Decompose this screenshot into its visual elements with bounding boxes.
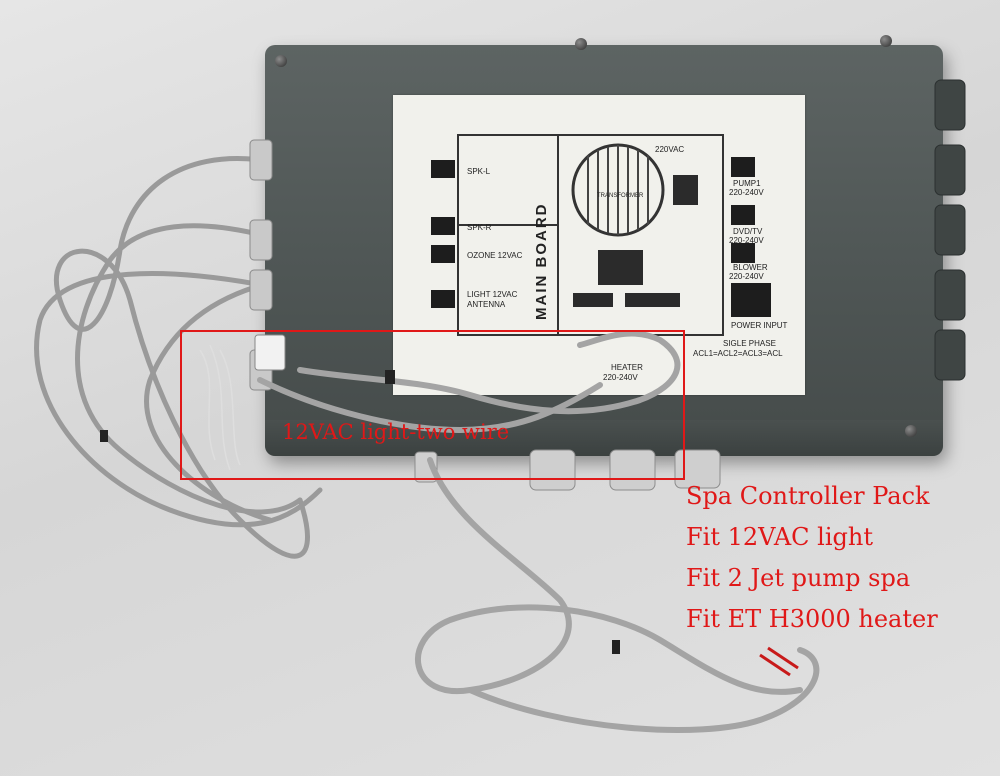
screw-icon <box>905 425 917 437</box>
cable <box>257 377 603 434</box>
wiring-diagram-sticker: SPK-L SPK-R OZONE 12VAC LIGHT 12VAC ANTE… <box>393 95 805 395</box>
light-connector <box>254 334 286 371</box>
board-label-spk-l: SPK-L <box>467 167 491 176</box>
side-gland <box>934 269 966 321</box>
cable-tie <box>385 370 395 384</box>
cable <box>415 457 803 695</box>
screw-icon <box>275 55 287 67</box>
side-gland <box>934 204 966 256</box>
cable-tie <box>100 430 108 442</box>
wiring-diagram <box>431 134 771 336</box>
spec-line: Fit 2 Jet pump spa <box>686 564 911 592</box>
board-label-ozone: OZONE 12VAC <box>467 251 523 260</box>
bottom-gland <box>529 449 576 491</box>
board-label-power-input: POWER INPUT <box>731 321 788 330</box>
controller-enclosure-edge <box>265 420 943 456</box>
cable <box>144 282 273 523</box>
spec-line: Fit ET H3000 heater <box>686 605 938 633</box>
board-label-220vac: 220VAC <box>655 145 685 154</box>
board-label-heater: HEATER <box>611 363 643 372</box>
cable <box>297 330 681 415</box>
side-gland <box>934 144 966 196</box>
cable-gland <box>249 269 273 311</box>
board-label-spk-r: SPK-R <box>467 223 492 232</box>
spec-line: Spa Controller Pack <box>686 482 930 510</box>
light-wire <box>199 344 241 471</box>
cable <box>53 156 310 559</box>
board-label-transformer: TRANSFORMER <box>597 193 644 199</box>
side-gland <box>934 79 966 131</box>
bottom-gland <box>609 449 656 491</box>
side-gland <box>934 329 966 381</box>
cable-gland <box>249 139 273 181</box>
board-label-pump1-volt: 220-240V <box>729 188 764 197</box>
cable-gland <box>249 219 273 261</box>
board-label-heater-volt: 220-240V <box>603 373 638 382</box>
cable <box>75 223 303 515</box>
board-label-single-phase: SIGLE PHASE <box>723 339 776 348</box>
light-wire-callout: 12VAC light-two wire <box>282 420 510 444</box>
cable <box>34 271 323 528</box>
board-label-antenna: ANTENNA <box>467 300 506 309</box>
spec-line: Fit 12VAC light <box>686 523 873 551</box>
board-label-acl-formula: ACL1=ACL2=ACL3=ACL <box>693 349 783 358</box>
cable-tie <box>612 640 620 654</box>
sensor-terminal <box>759 646 799 677</box>
board-label-pump1: PUMP1 <box>733 179 761 188</box>
screw-icon <box>575 38 587 50</box>
board-label-blower-volt: 220-240V <box>729 272 764 281</box>
spec-list: Spa Controller Pack Fit 12VAC light Fit … <box>686 476 938 640</box>
light-wire-highlight-box <box>180 330 685 480</box>
board-label-blower: BLOWER <box>733 263 768 272</box>
board-label-dvd-volt: 220-240V <box>729 236 764 245</box>
screw-icon <box>880 35 892 47</box>
board-label-dvd: DVD/TV <box>733 227 763 236</box>
bottom-gland <box>674 449 721 489</box>
cable <box>467 647 820 733</box>
board-label-light: LIGHT 12VAC <box>467 290 518 299</box>
